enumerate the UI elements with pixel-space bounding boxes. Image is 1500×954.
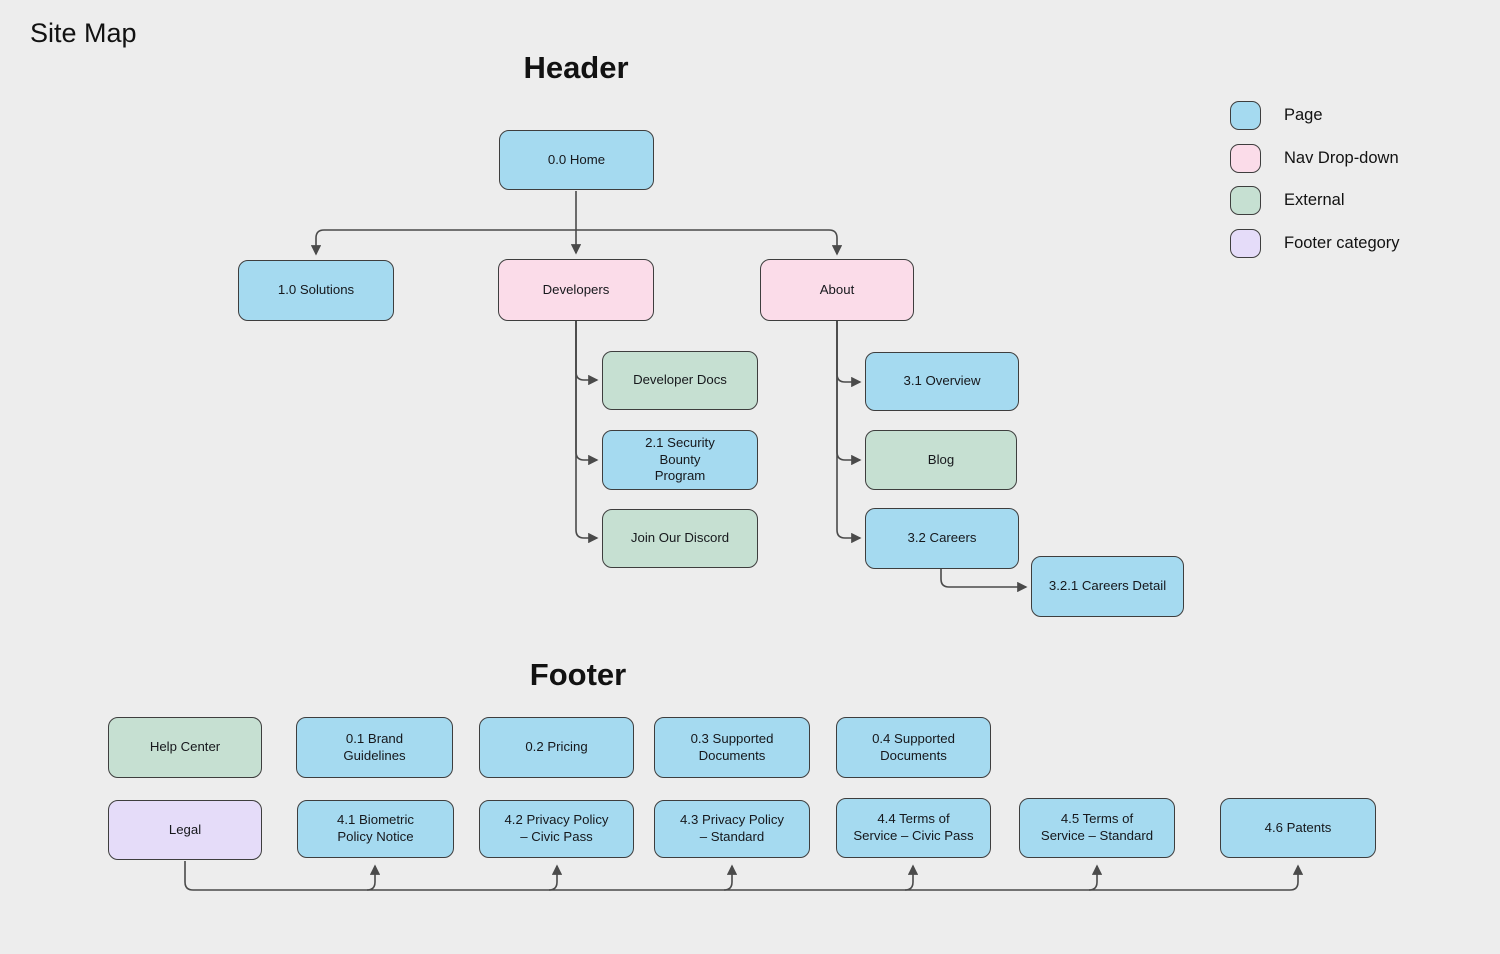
node-supported-documents-03[interactable]: 0.3 Supported Documents xyxy=(654,717,810,778)
legend-label-nav-dropdown: Nav Drop-down xyxy=(1284,148,1399,167)
edge-developers-developer-docs xyxy=(575,321,599,386)
legend: Page Nav Drop-down External Footer categ… xyxy=(1230,101,1400,271)
edge-developers-join-discord xyxy=(575,321,599,544)
legend-label-page: Page xyxy=(1284,106,1323,124)
node-careers-detail[interactable]: 3.2.1 Careers Detail xyxy=(1031,556,1184,617)
node-overview[interactable]: 3.1 Overview xyxy=(865,352,1019,411)
node-biometric-policy-notice[interactable]: 4.1 Biometric Policy Notice xyxy=(297,800,454,858)
node-solutions[interactable]: 1.0 Solutions xyxy=(238,260,394,321)
legend-swatch-footer-category xyxy=(1230,228,1261,258)
node-supported-documents-04[interactable]: 0.4 Supported Documents xyxy=(836,717,991,778)
edge-about-blog xyxy=(836,321,862,466)
node-terms-of-service-standard[interactable]: 4.5 Terms of Service – Standard xyxy=(1019,798,1175,858)
edge-careers-careers-detail xyxy=(940,569,1028,593)
node-privacy-policy-standard[interactable]: 4.3 Privacy Policy – Standard xyxy=(654,800,810,858)
legend-item-nav-dropdown: Nav Drop-down xyxy=(1230,143,1400,173)
node-home[interactable]: 0.0 Home xyxy=(499,130,654,190)
node-help-center[interactable]: Help Center xyxy=(108,717,262,778)
legend-swatch-nav-dropdown xyxy=(1230,143,1261,173)
node-terms-of-service-civic-pass[interactable]: 4.4 Terms of Service – Civic Pass xyxy=(836,798,991,858)
node-developer-docs[interactable]: Developer Docs xyxy=(602,351,758,410)
legend-item-external: External xyxy=(1230,186,1400,215)
node-blog[interactable]: Blog xyxy=(865,430,1017,490)
node-about[interactable]: About xyxy=(760,259,914,321)
legend-label-external: External xyxy=(1284,191,1345,209)
node-patents[interactable]: 4.6 Patents xyxy=(1220,798,1376,858)
legend-swatch-page xyxy=(1230,101,1261,130)
edge-legal-biometric-policy xyxy=(366,864,381,891)
edge-developers-security-bounty xyxy=(575,321,599,466)
edge-legal-rail xyxy=(184,861,1304,891)
edge-legal-tos-civic xyxy=(904,864,919,891)
header-section-heading: Header xyxy=(523,50,629,85)
legend-swatch-external xyxy=(1230,186,1261,215)
edge-about-overview xyxy=(836,321,862,388)
edge-legal-privacy-standard xyxy=(723,864,738,891)
edge-legal-privacy-civic xyxy=(548,864,563,891)
node-developers[interactable]: Developers xyxy=(498,259,654,321)
legend-item-page: Page xyxy=(1230,101,1400,130)
edge-home-solutions xyxy=(310,229,576,256)
footer-section-heading: Footer xyxy=(529,657,627,692)
node-brand-guidelines[interactable]: 0.1 Brand Guidelines xyxy=(296,717,453,778)
legend-label-footer-category: Footer category xyxy=(1284,233,1400,252)
node-legal[interactable]: Legal xyxy=(108,800,262,860)
edge-home-about xyxy=(576,229,843,256)
edge-legal-tos-standard xyxy=(1088,864,1103,891)
node-pricing[interactable]: 0.2 Pricing xyxy=(479,717,634,778)
node-privacy-policy-civic-pass[interactable]: 4.2 Privacy Policy – Civic Pass xyxy=(479,800,634,858)
node-join-our-discord[interactable]: Join Our Discord xyxy=(602,509,758,568)
node-security-bounty-program[interactable]: 2.1 Security Bounty Program xyxy=(602,430,758,490)
legend-item-footer-category: Footer category xyxy=(1230,228,1400,258)
page-title: Site Map xyxy=(30,18,137,48)
node-careers[interactable]: 3.2 Careers xyxy=(865,508,1019,569)
edge-about-careers xyxy=(836,321,862,544)
